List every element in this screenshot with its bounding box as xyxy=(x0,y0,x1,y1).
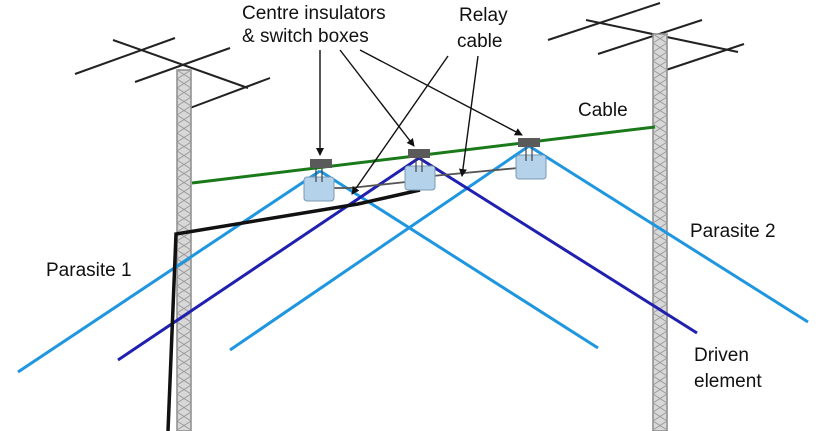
driven-element xyxy=(117,156,698,362)
switch-box-2 xyxy=(404,149,436,191)
arrow-to-insulator-3 xyxy=(359,49,523,136)
cable-label: Cable xyxy=(578,100,628,121)
right-tower xyxy=(652,33,668,431)
left-tower xyxy=(176,69,192,431)
insulators-label-line1: Centre insulators xyxy=(242,3,386,24)
driven-label-line1: Driven xyxy=(694,345,749,366)
arrow-relay-left xyxy=(351,55,449,195)
switch-box-3 xyxy=(515,138,547,180)
parasite-2-label: Parasite 2 xyxy=(690,221,776,242)
insulators-label-line2: & switch boxes xyxy=(242,26,369,47)
driven-label-line2: element xyxy=(694,371,762,392)
annotation-arrows xyxy=(316,49,523,195)
right-yagi-antenna xyxy=(547,2,745,73)
feed-cable xyxy=(166,188,421,431)
relay-cable xyxy=(334,167,519,189)
parasite-1-label: Parasite 1 xyxy=(46,260,132,281)
left-yagi-antenna xyxy=(74,37,271,109)
arrow-relay-right xyxy=(458,55,479,177)
relay-label-line2: cable xyxy=(457,31,502,52)
relay-label-line1: Relay xyxy=(459,5,508,26)
arrow-to-insulator-2 xyxy=(339,49,415,147)
switch-box-1 xyxy=(303,159,335,202)
parasite-2-element xyxy=(229,144,809,352)
